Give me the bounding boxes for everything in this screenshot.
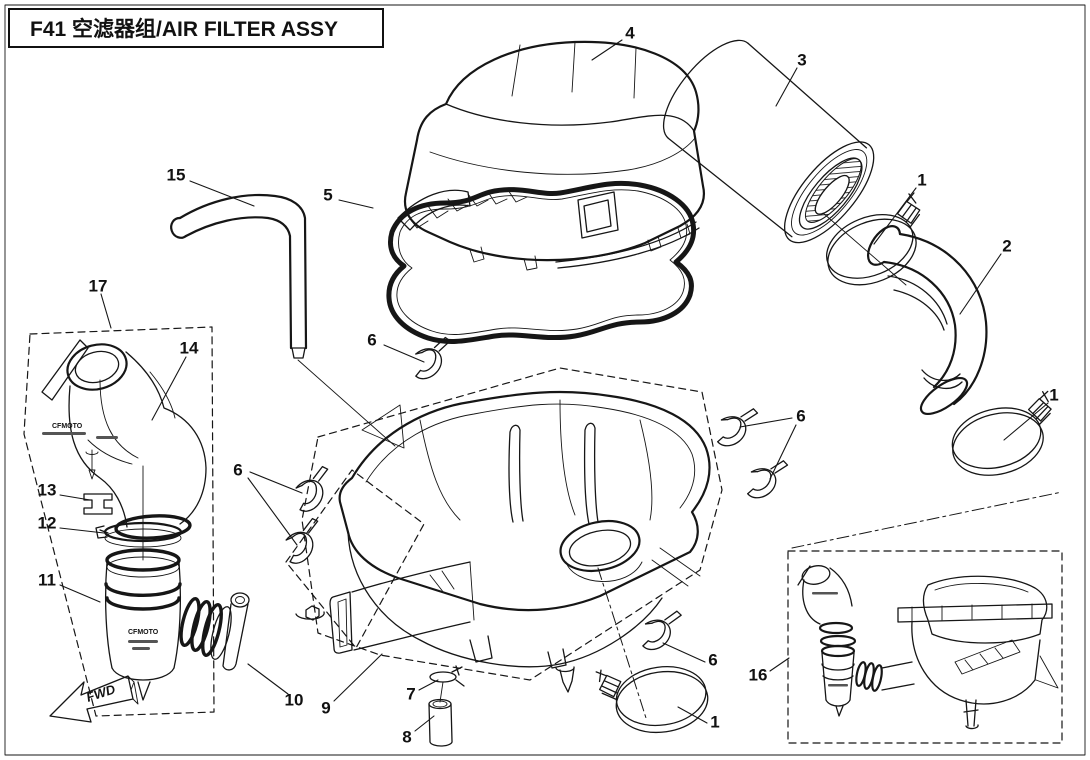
callout-elbow: 14 xyxy=(180,339,199,358)
part-cover-gasket xyxy=(386,180,697,344)
callout-clamp-bottom: 1 xyxy=(710,713,719,732)
part-breather-hose xyxy=(170,193,396,447)
brand-text-boot: CFMOTO xyxy=(128,629,159,636)
part-grommet xyxy=(83,493,113,515)
part-intake-hose xyxy=(866,225,988,416)
callout-ring-clamp: 12 xyxy=(38,514,57,533)
part-code-smudge xyxy=(812,592,838,595)
part-clip-right-b xyxy=(744,452,789,505)
callout-gasket: 5 xyxy=(323,186,332,205)
part-rubber-boot: CFMOTO xyxy=(104,548,232,701)
callout-cover: 4 xyxy=(625,24,635,43)
part-drain-clip xyxy=(429,665,465,703)
part-intake-elbow: CFMOTO xyxy=(41,339,207,540)
callout-support-rod: 10 xyxy=(285,691,304,710)
part-ring-clamp xyxy=(95,465,183,561)
callout-housing: 9 xyxy=(321,699,330,718)
callout-snorkel-assy: 17 xyxy=(89,277,108,296)
part-support-rod xyxy=(222,592,250,671)
part-code-smudge xyxy=(128,640,158,643)
part-clip-bottom xyxy=(639,604,683,655)
callout-drain-tube: 8 xyxy=(402,728,411,747)
callout-filter-element: 3 xyxy=(797,51,806,70)
callout-grommet: 13 xyxy=(38,481,57,500)
callout-clips-left: 6 xyxy=(233,461,242,480)
callout-leader-lines xyxy=(59,39,1049,732)
callout-numbers: 4 3 1 2 5 15 17 14 6 6 6 1 13 12 11 10 9… xyxy=(38,24,1059,747)
part-code-smudge xyxy=(828,684,848,687)
part-drain-tube xyxy=(428,698,453,747)
fwd-label: FWD xyxy=(84,681,117,705)
part-code-smudge xyxy=(132,647,150,650)
callout-clips-right: 6 xyxy=(796,407,805,426)
callout-drain-clip: 7 xyxy=(406,685,415,704)
brand-text-elbow: CFMOTO xyxy=(52,423,83,430)
fwd-direction-arrow: FWD xyxy=(49,675,139,723)
inset-assembled-view xyxy=(787,550,1063,744)
callout-clamp-right: 1 xyxy=(1049,386,1058,405)
callout-clip-bottom: 6 xyxy=(708,651,717,670)
part-clip-left-a xyxy=(293,465,332,513)
title-box: F41 空滤器组/AIR FILTER ASSY xyxy=(8,8,384,48)
callout-intake-hose: 2 xyxy=(1002,237,1011,256)
part-clip-right-a xyxy=(714,400,759,453)
part-hose-clamp-bottom xyxy=(595,655,713,741)
part-filter-element xyxy=(662,39,875,244)
part-code-smudge xyxy=(42,432,86,435)
callout-breather-hose: 15 xyxy=(167,166,186,185)
page-title: F41 空滤器组/AIR FILTER ASSY xyxy=(30,18,339,41)
callout-clamp-upper: 1 xyxy=(917,171,926,190)
page-border xyxy=(4,4,1086,756)
callout-inset-view: 16 xyxy=(749,666,768,685)
part-code-smudge xyxy=(96,436,118,439)
part-filter-housing xyxy=(295,390,711,693)
part-air-filter-cover xyxy=(397,40,705,271)
callout-clip-top: 6 xyxy=(367,331,376,350)
callout-rubber-boot: 11 xyxy=(38,571,56,590)
